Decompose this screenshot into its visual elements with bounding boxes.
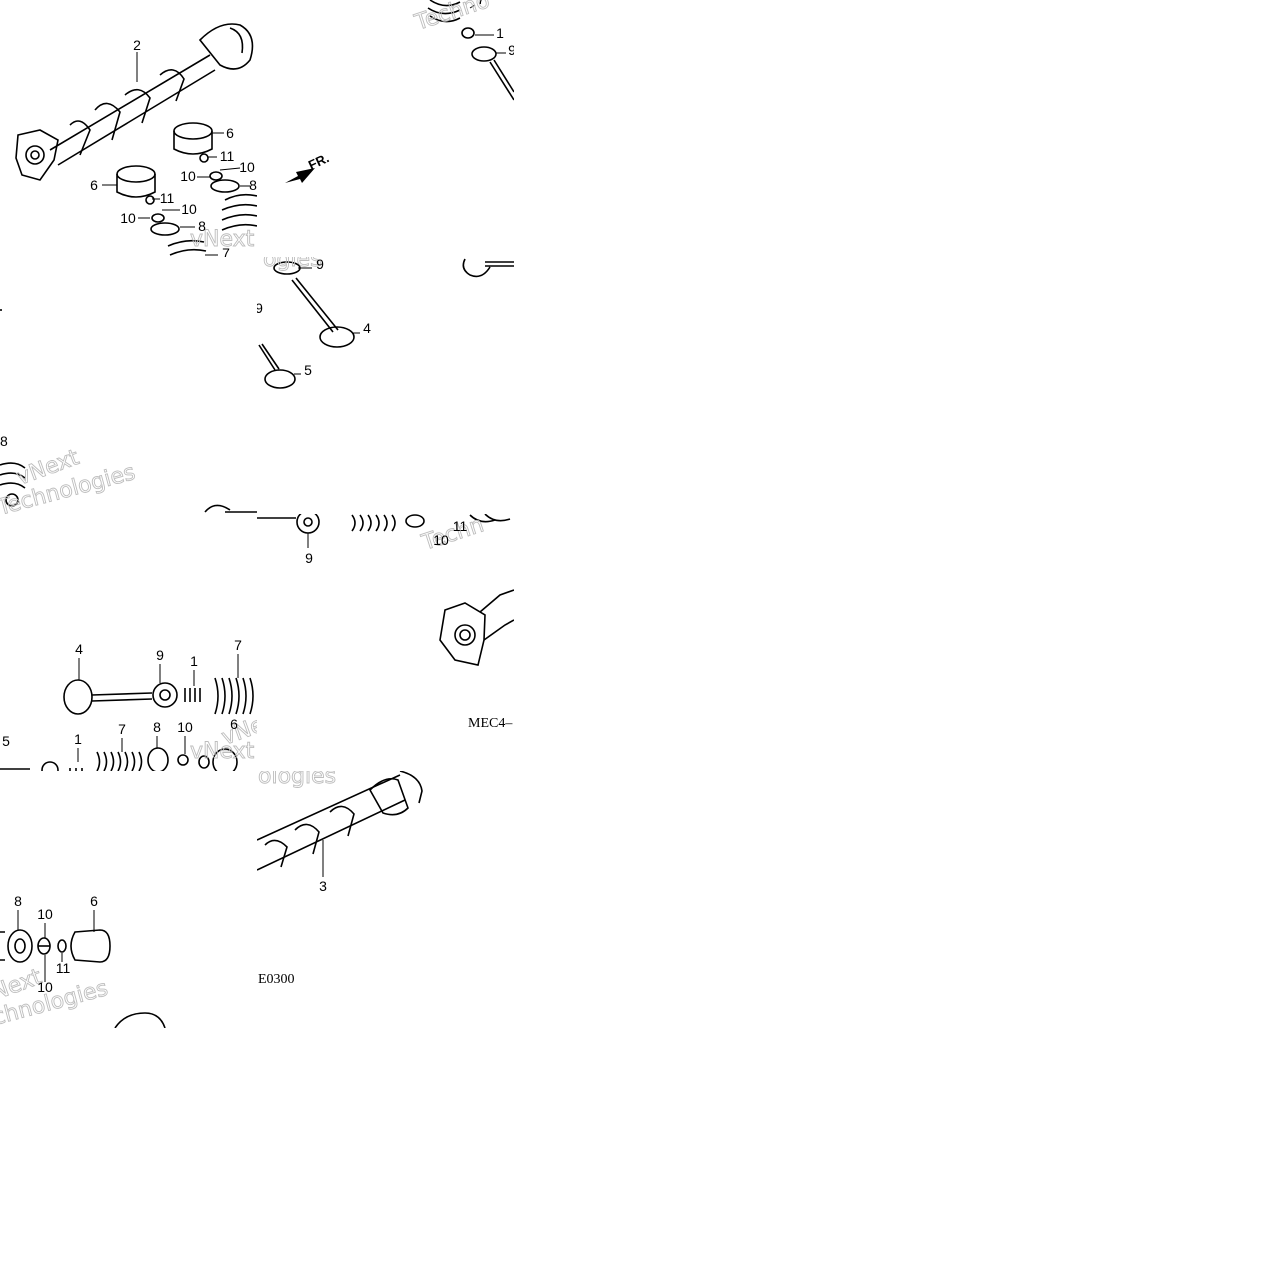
- part-callout: 11: [160, 190, 175, 206]
- front-direction-arrow: FR.: [285, 150, 331, 183]
- camshaft-3-drawing: E0300 ologies 3: [257, 771, 423, 987]
- part-callout: 4: [363, 320, 371, 336]
- part-callout: 9: [257, 300, 263, 316]
- part-callout: 9: [508, 42, 514, 58]
- part-callout: 2: [133, 37, 141, 53]
- part-callout: 5: [2, 733, 10, 749]
- part-callout: 9: [305, 550, 313, 566]
- svg-text:ogies: ogies: [263, 257, 322, 272]
- part-callout: 11: [220, 148, 235, 164]
- part-callout: 8: [14, 893, 22, 909]
- svg-text:vNext Tec: vNext Tec: [190, 739, 257, 764]
- svg-text:ologies: ologies: [258, 771, 336, 789]
- part-callout: 6: [230, 716, 238, 732]
- part-callout: 10: [433, 532, 449, 548]
- part-callout: 4: [75, 641, 83, 657]
- tile-left-mid: vNext Technologies 8: [0, 257, 257, 514]
- valve-drawing-mid: ogies 9 4 5 9: [257, 257, 514, 389]
- part-callout: 10: [120, 210, 136, 226]
- part-callout: 7: [222, 245, 230, 257]
- part-callout: 6: [90, 893, 98, 909]
- tile-valves-mid: ogies 9 4 5 9: [257, 257, 514, 514]
- part-callout: 1: [190, 653, 198, 669]
- part-callout: 1: [74, 731, 82, 747]
- part-callout: 10: [181, 201, 197, 217]
- part-callout: 8: [198, 218, 206, 234]
- part-callout: 9: [156, 647, 164, 663]
- camshaft-2: [15, 23, 254, 181]
- diagram-code: E0300: [258, 972, 295, 987]
- valve-drawing-top: FR. Techno 719: [285, 0, 514, 183]
- part-callout: 3: [319, 878, 327, 894]
- part-callout: 10: [239, 159, 255, 175]
- part-callout: 9: [316, 257, 324, 272]
- part-callout: 10: [180, 168, 196, 184]
- part-callout: 8: [0, 433, 8, 449]
- part-callout: 7: [477, 0, 485, 7]
- valve-retainers: [145, 153, 257, 256]
- part-callout: 1: [496, 25, 504, 41]
- svg-text:vNext Tec: vNext Tec: [190, 227, 257, 252]
- leader-lines: [102, 52, 250, 256]
- bucket-tappet: [116, 122, 213, 198]
- leader-lines: [469, 4, 506, 54]
- valve-spring-top: [427, 0, 514, 101]
- part-callout: 7: [118, 721, 126, 737]
- part-callout: 10: [37, 906, 53, 922]
- part-callout: 10: [177, 719, 193, 735]
- intake-valve-4: [258, 258, 514, 389]
- tile-camshaft-3: E0300 ologies 3: [257, 771, 514, 1028]
- part-callout: 10: [37, 979, 53, 995]
- part-callout: 11: [56, 960, 71, 976]
- part-callout: 8: [153, 719, 161, 735]
- valve-drawing-left: vNext Technologies 8: [0, 309, 257, 514]
- part-callout: 8: [249, 177, 257, 193]
- tile-valves-right-top: FR. Techno 719: [257, 0, 514, 257]
- part-callout: 7: [234, 637, 242, 653]
- camshaft-3: [257, 771, 423, 871]
- part-callout: 11: [453, 518, 468, 534]
- leader-lines: [294, 267, 360, 375]
- part-callout: 6: [226, 125, 234, 141]
- part-callout: 6: [90, 177, 98, 193]
- diagram-code: MEC4–: [468, 716, 513, 731]
- front-label: FR.: [306, 150, 331, 172]
- part-callout: 5: [304, 362, 312, 378]
